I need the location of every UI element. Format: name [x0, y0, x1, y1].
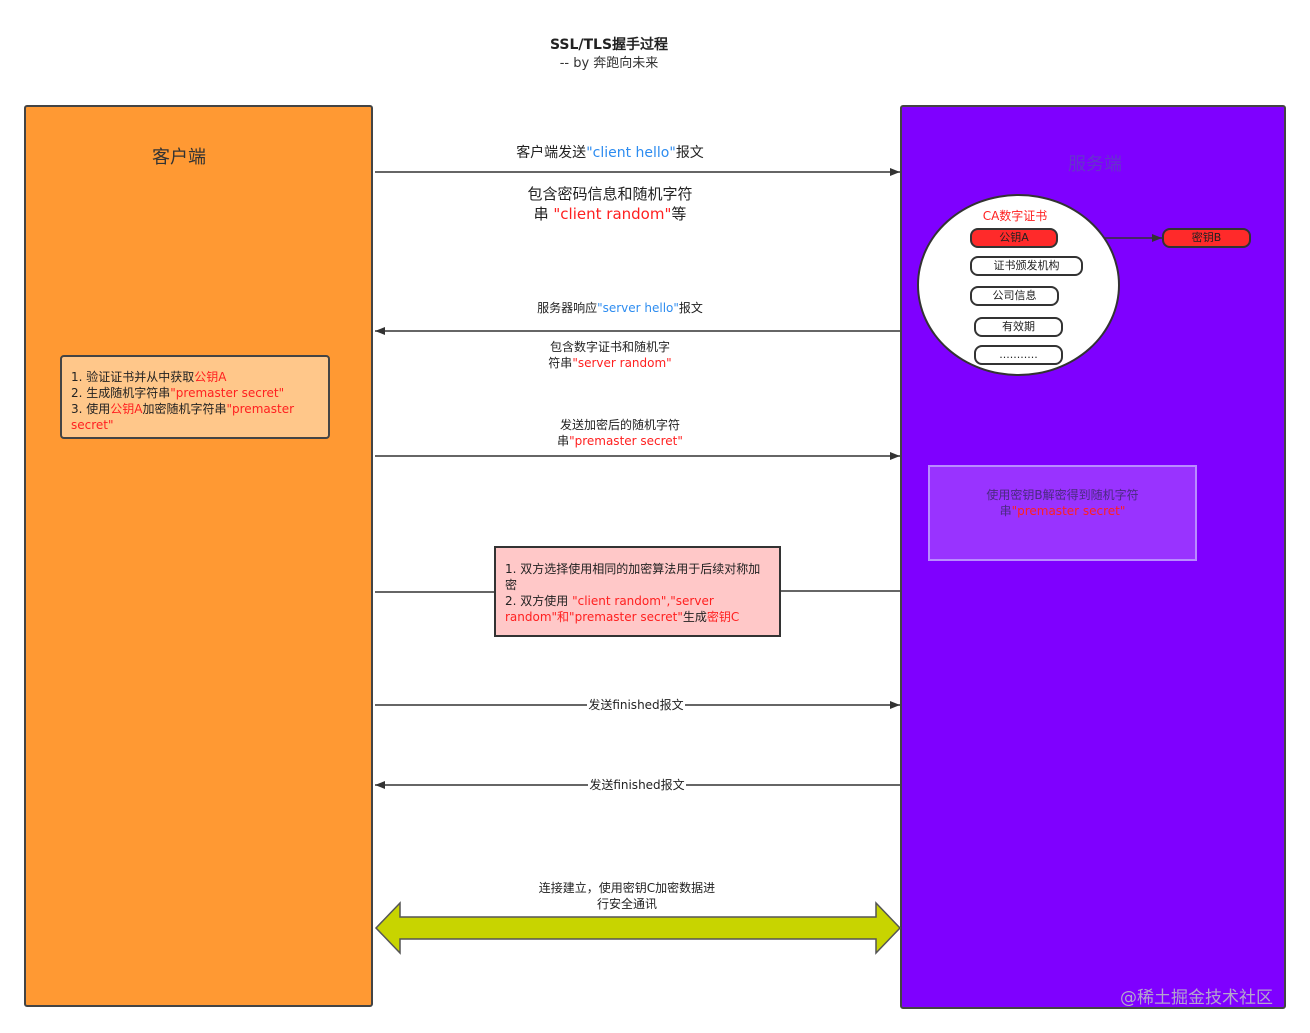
client-title: 客户端 — [152, 147, 206, 168]
client-random-suffix: 等 — [671, 205, 687, 223]
client-hello-label: 客户端发送"client hello"报文 — [430, 143, 790, 163]
server-decrypt-note: 使用密钥B解密得到随机字符 串"premaster secret" — [928, 465, 1197, 561]
finished-client-label: 发送finished报文 — [500, 697, 772, 713]
client-hello-prefix: 客户端发送 — [516, 145, 587, 161]
cert-ellipsis: ........... — [974, 345, 1063, 365]
premaster-label: 发送加密后的随机字符 串"premaster secret" — [500, 417, 740, 449]
server-hello-detail-line1: 包含数字证书和随机字 — [549, 340, 670, 354]
server-hello-prefix: 服务器响应 — [537, 301, 598, 315]
client-panel — [24, 105, 373, 1007]
server-hello-label: 服务器响应"server hello"报文 — [470, 300, 770, 316]
server-hello-value: "server hello" — [597, 301, 679, 315]
shared-note-line1: 1. 双方选择使用相同的加密算法用于后续对称加密 — [505, 562, 761, 592]
shared-note-line2: 2. 双方使用 "client random","server random"和… — [505, 593, 771, 625]
client-note-l2-value: "premaster secret" — [170, 386, 285, 400]
cert-validity: 有效期 — [974, 317, 1063, 337]
premaster-prefix: 串 — [557, 434, 570, 448]
client-note-l1-text: 1. 验证证书并从中获取 — [71, 370, 195, 384]
premaster-value: "premaster secret" — [569, 434, 683, 448]
shared-note-l2-key: 密钥C — [706, 610, 740, 624]
client-random-prefix: 串 — [533, 205, 554, 223]
premaster-line1: 发送加密后的随机字符 — [559, 418, 680, 432]
premaster-line2: 串"premaster secret" — [500, 433, 740, 449]
client-hello-suffix: 报文 — [675, 145, 704, 161]
diagram-title: SSL/TLS握手过程 — [549, 37, 669, 53]
server-note-l2-value: "premaster secret" — [1011, 504, 1126, 518]
secure-channel-arrow — [374, 901, 902, 955]
client-note-l3-value: "premaster secret" — [71, 402, 295, 432]
client-hello-detail: 包含密码信息和随机字符 串 "client random"等 — [470, 184, 750, 224]
ca-certificate-title: CA数字证书 — [982, 209, 1048, 223]
client-note-l3-text: 3. 使用 — [71, 402, 111, 416]
client-note-l1-key: 公钥A — [194, 370, 227, 384]
server-note-l2-text: 串 — [999, 504, 1012, 518]
cert-issuer: 证书颁发机构 — [970, 256, 1083, 276]
client-note-line2: 2. 生成随机字符串"premaster secret" — [71, 385, 320, 401]
private-key-b: 密钥B — [1162, 228, 1251, 248]
client-hello-detail-line1: 包含密码信息和随机字符 — [527, 185, 693, 203]
server-note-line1: 使用密钥B解密得到随机字符 — [986, 488, 1139, 502]
secure-line2: 行安全通讯 — [596, 897, 657, 911]
client-random-value: "client random" — [553, 205, 672, 223]
client-note-line1: 1. 验证证书并从中获取公钥A — [71, 369, 320, 385]
cert-company-info: 公司信息 — [970, 286, 1059, 306]
shared-note-l2-mid: 生成 — [682, 610, 707, 624]
shared-note: 1. 双方选择使用相同的加密算法用于后续对称加密 2. 双方使用 "client… — [494, 546, 781, 637]
server-hello-suffix: 报文 — [678, 301, 703, 315]
server-hello-detail-line2: 符串"server random" — [500, 355, 720, 371]
finished-client-text: 发送finished报文 — [587, 698, 685, 712]
client-note-l3-mid: 加密随机字符串 — [142, 402, 227, 416]
client-note-l2-text: 2. 生成随机字符串 — [71, 386, 171, 400]
server-random-prefix: 符串 — [548, 356, 573, 370]
server-random-value: "server random" — [572, 356, 672, 370]
secure-channel-label: 连接建立，使用密钥C加密数据进 行安全通讯 — [500, 880, 754, 912]
shared-note-l2-values: "client random","server random"和"premast… — [505, 594, 714, 624]
finished-server-label: 发送finished报文 — [500, 777, 774, 793]
secure-line1: 连接建立，使用密钥C加密数据进 — [538, 881, 716, 895]
client-hello-value: "client hello" — [586, 145, 676, 161]
client-hello-detail-line2: 串 "client random"等 — [470, 204, 750, 224]
shared-note-l2-text: 2. 双方使用 — [505, 594, 573, 608]
finished-server-text: 发送finished报文 — [588, 778, 686, 792]
client-note: 1. 验证证书并从中获取公钥A 2. 生成随机字符串"premaster sec… — [60, 355, 330, 439]
client-note-l3-key: 公钥A — [110, 402, 143, 416]
server-hello-detail: 包含数字证书和随机字 符串"server random" — [500, 339, 720, 371]
client-note-line3: 3. 使用公钥A加密随机字符串"premaster secret" — [71, 401, 320, 433]
server-note-line2: 串"premaster secret" — [936, 503, 1189, 519]
cert-public-key-a: 公钥A — [970, 228, 1058, 248]
watermark: @稀土掘金技术社区 — [1120, 988, 1273, 1008]
diagram-subtitle: -- by 奔跑向未来 — [559, 56, 659, 71]
server-title: 服务端 — [1068, 154, 1122, 175]
